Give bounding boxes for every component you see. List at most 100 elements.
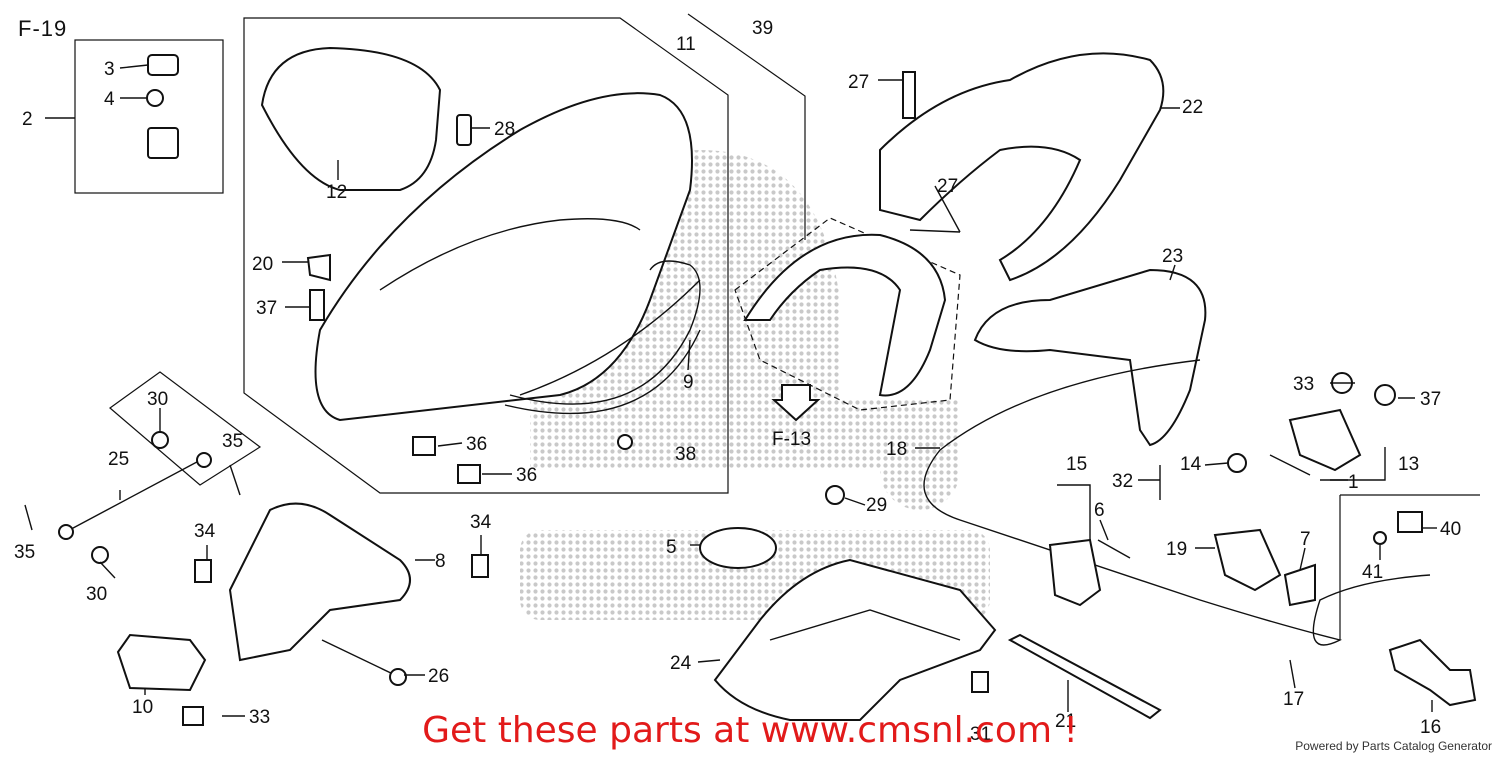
callout-38: 38 [675, 444, 696, 465]
callout-36: 36 [466, 434, 487, 455]
callout-27: 27 [848, 72, 869, 93]
callout-34b: 34 [470, 512, 492, 533]
bolt-37b [1374, 384, 1396, 406]
callout-37: 37 [256, 298, 277, 319]
callout-41: 41 [1362, 562, 1383, 583]
callout-10: 10 [132, 697, 153, 718]
callout-35: 35 [222, 431, 243, 452]
spring-1 [1269, 454, 1311, 476]
rear-cowl [879, 52, 1165, 282]
callout-2: 2 [22, 109, 33, 130]
spring-6 [1097, 539, 1131, 559]
grommet-38 [617, 434, 633, 450]
footer-credit: Powered by Parts Catalog Generator [1295, 739, 1492, 753]
ref-arrow [771, 384, 821, 422]
nut-34b [471, 554, 489, 578]
seat-trim [509, 260, 701, 405]
lower-bracket [116, 633, 207, 692]
callout-35b: 35 [14, 542, 35, 563]
callout-9: 9 [683, 372, 694, 393]
o-ring-5 [699, 527, 777, 569]
washer-30a [151, 431, 169, 449]
callout-30b: 30 [86, 584, 107, 605]
leader-lines [45, 64, 1437, 717]
callout-8: 8 [435, 551, 446, 572]
callout-6: 6 [1094, 500, 1105, 521]
callout-13: 13 [1398, 454, 1419, 475]
bolt-26-head [389, 668, 407, 686]
callout-11: 11 [676, 34, 696, 55]
callout-7: 7 [1300, 529, 1311, 550]
bolt-29 [825, 485, 845, 505]
bolt-27b [909, 229, 961, 233]
damper-rod [59, 454, 211, 536]
seat-rubber-39 [743, 233, 947, 397]
callout-15: 15 [1066, 454, 1087, 475]
lock-cable [923, 359, 1431, 646]
callout-17: 17 [1283, 689, 1304, 710]
clip-40 [1397, 511, 1423, 533]
callout-30: 30 [147, 389, 168, 410]
damper-end-b [196, 452, 212, 468]
clip-31 [971, 671, 989, 693]
group-frame-39 [687, 13, 806, 240]
grab-rail-carrier [973, 268, 1207, 447]
callout-1: 1 [1348, 472, 1359, 493]
callout-5: 5 [666, 537, 677, 558]
callout-22: 22 [1182, 97, 1203, 118]
key-cylinder [1388, 638, 1477, 707]
group-frame-2 [74, 39, 224, 194]
seat-trim-2 [504, 329, 701, 415]
callout-21: 21 [1055, 711, 1076, 732]
callout-3: 3 [104, 59, 115, 80]
callout-36b: 36 [516, 465, 537, 486]
bolt-26 [321, 639, 396, 676]
callout-4: 4 [104, 89, 115, 110]
callout-20: 20 [252, 254, 273, 275]
callout-31: 31 [970, 724, 991, 745]
nut-33b [182, 706, 204, 726]
pin-35a [229, 464, 241, 496]
damper-end-a [58, 524, 74, 540]
nut-36a [412, 436, 436, 456]
promo-link[interactable]: Get these parts at www.cmsnl.com ! [422, 710, 1078, 751]
group-frame-30 [109, 371, 262, 486]
callout-23: 23 [1162, 246, 1183, 267]
callout-19: 19 [1166, 539, 1187, 560]
callout-16: 16 [1420, 717, 1441, 738]
callout-26: 26 [428, 666, 449, 687]
ref-label: F-13 [772, 429, 811, 450]
clip-3 [147, 54, 179, 76]
callout-25: 25 [108, 449, 129, 470]
callout-14: 14 [1180, 454, 1202, 475]
bolt-27a [902, 71, 916, 119]
callout-28: 28 [494, 119, 515, 140]
seat-base [519, 279, 701, 396]
luggage-box-rim [769, 609, 961, 641]
nut-14 [1227, 453, 1247, 473]
pillion-pad [260, 46, 442, 191]
stud-28 [456, 114, 472, 146]
callouts: 2 3 4 12 28 11 39 27 22 27 20 37 23 9 30… [14, 18, 1461, 745]
latch-15 [1048, 538, 1102, 607]
callout-33: 33 [1293, 374, 1314, 395]
hinge-bracket [228, 502, 411, 662]
callout-37b: 37 [1420, 389, 1441, 410]
callout-34: 34 [194, 521, 216, 542]
callout-27b: 27 [937, 176, 958, 197]
callout-32: 32 [1112, 471, 1133, 492]
screw-4 [146, 89, 164, 107]
callout-40: 40 [1440, 519, 1461, 540]
callout-24: 24 [670, 653, 692, 674]
page-id: F-19 [18, 16, 68, 41]
screw-41 [1373, 531, 1387, 545]
bracket-20 [306, 253, 331, 282]
luggage-box [713, 558, 997, 721]
callout-18: 18 [886, 439, 907, 460]
seat-stitch [379, 218, 641, 291]
holder-2 [147, 127, 179, 159]
group-frame-11 [243, 17, 729, 494]
callout-29: 29 [866, 495, 887, 516]
latch-plate-13 [1288, 408, 1362, 472]
